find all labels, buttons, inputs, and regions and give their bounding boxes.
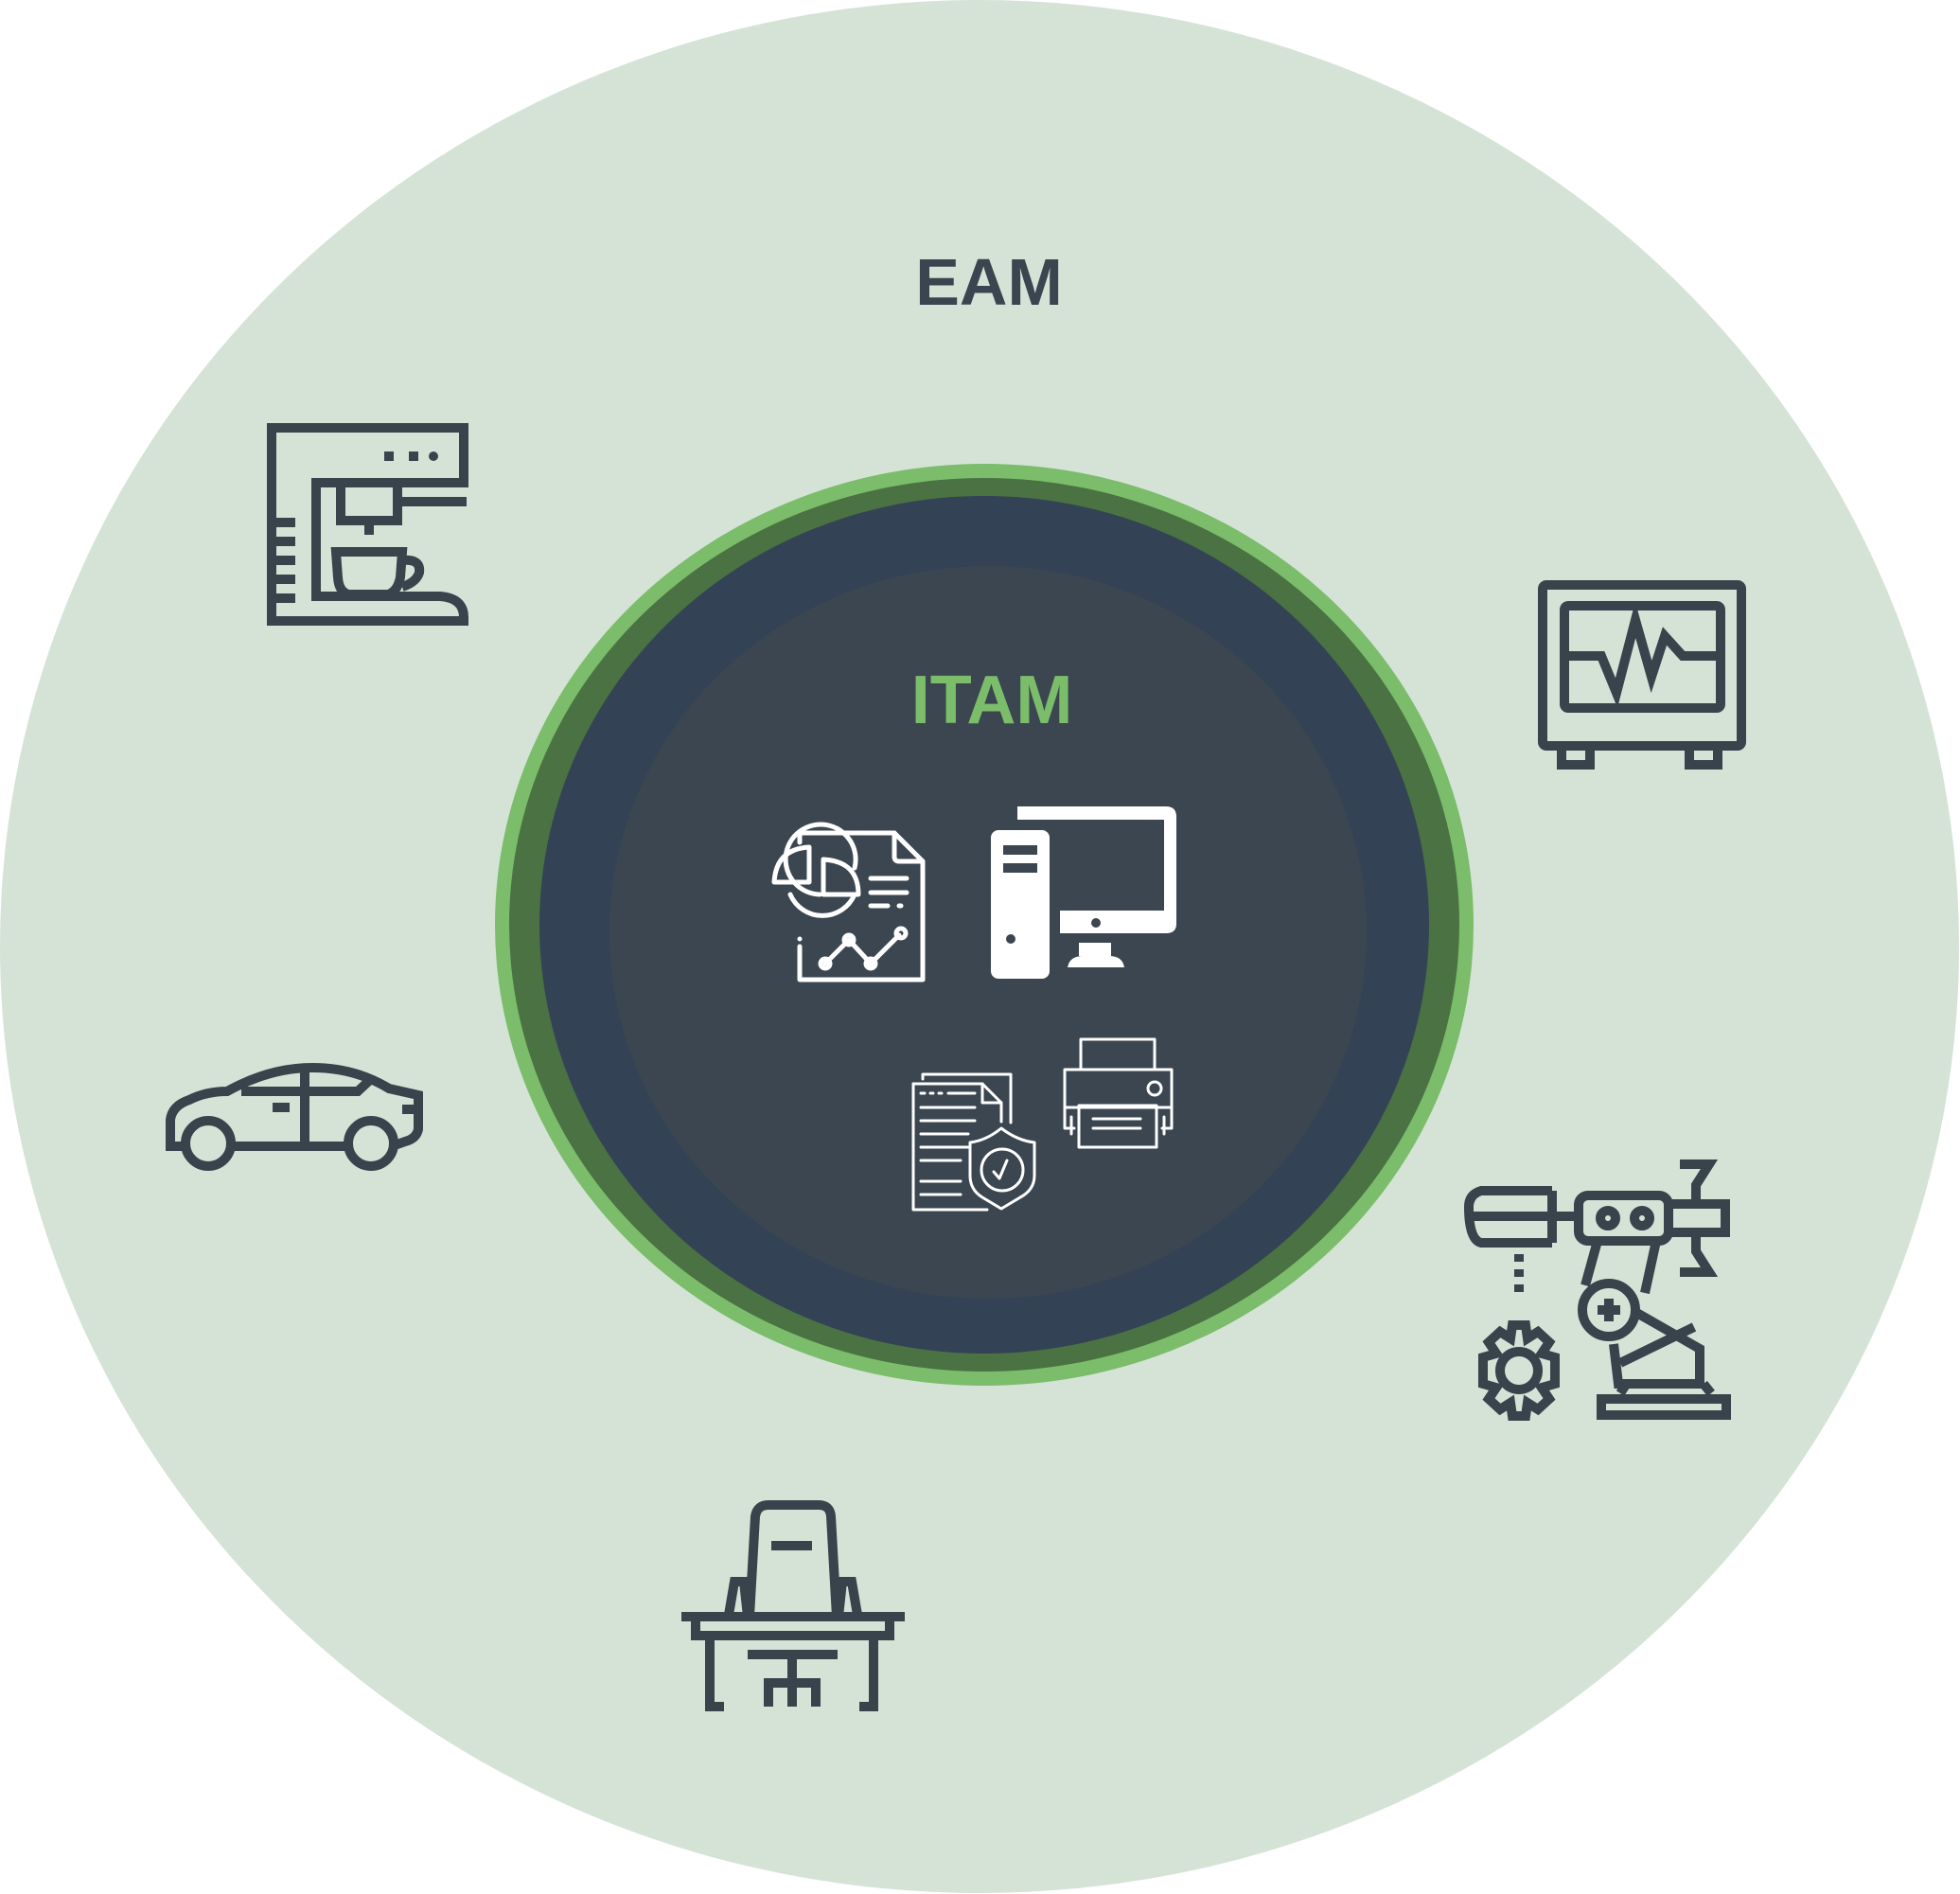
itam-label: ITAM bbox=[911, 663, 1073, 738]
report-document-icon bbox=[771, 822, 926, 982]
security-policy-icon bbox=[911, 1072, 1036, 1212]
car-icon bbox=[166, 1062, 423, 1171]
robotic-arm-icon bbox=[1463, 1159, 1731, 1421]
printer-icon bbox=[1063, 1037, 1174, 1149]
coffee-machine-icon bbox=[267, 423, 468, 626]
heart-monitor-icon bbox=[1538, 580, 1746, 770]
eam-label: EAM bbox=[915, 245, 1063, 319]
office-desk-icon bbox=[681, 1500, 905, 1711]
desktop-computer-icon bbox=[991, 806, 1176, 979]
itam-center bbox=[609, 566, 1367, 1299]
